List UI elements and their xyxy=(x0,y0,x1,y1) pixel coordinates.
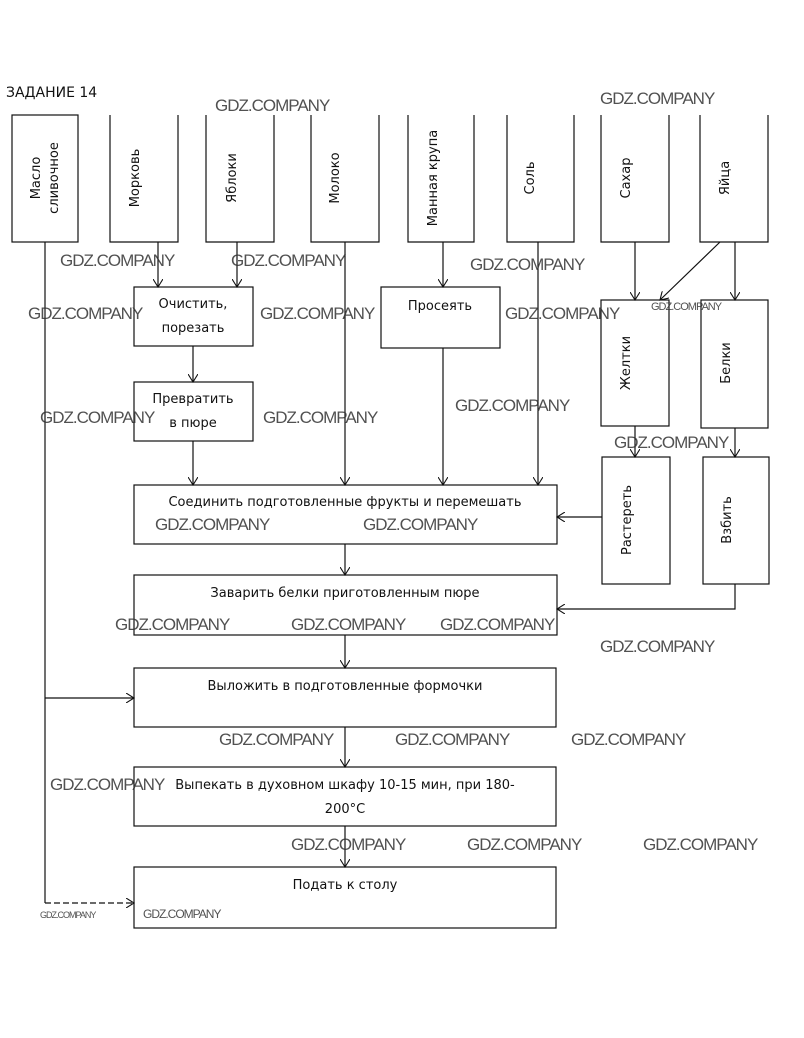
watermark: GDZ.COMPANY xyxy=(395,730,510,749)
step-label: Соединить подготовленные фрукты и переме… xyxy=(168,495,521,510)
step-puree: Превратить в пюре xyxy=(133,381,254,442)
step-lay-out: Выложить в подготовленные формочки xyxy=(133,667,557,728)
step-label: в пюре xyxy=(169,416,217,431)
step-peel: Очистить, порезать xyxy=(133,286,254,347)
step-yolks: Желтки xyxy=(600,299,670,427)
watermark: GDZ.COMPANY xyxy=(155,515,270,534)
step-label: 200°С xyxy=(325,802,365,817)
step-label: Выложить в подготовленные формочки xyxy=(208,679,483,694)
step-grind: Растереть xyxy=(601,456,671,585)
watermark: GDZ.COMPANY xyxy=(505,304,620,323)
ingredient-label: Масло xyxy=(29,157,44,200)
step-whites: Белки xyxy=(700,299,769,429)
step-label: Очистить, xyxy=(159,297,228,312)
watermark: GDZ.COMPANY xyxy=(600,89,715,108)
ingredient-label: сливочное xyxy=(47,142,62,214)
watermark: GDZ.COMPANY xyxy=(50,775,165,794)
watermark: GDZ.COMPANY xyxy=(440,615,555,634)
watermark: GDZ.COMPANY xyxy=(470,255,585,274)
watermark: GDZ.COMPANY xyxy=(260,304,375,323)
step-brew: Заварить белки приготовленным пюре xyxy=(133,574,558,636)
task-title: ЗАДАНИЕ 14 xyxy=(6,85,97,101)
step-label: Растереть xyxy=(620,485,635,555)
connectors xyxy=(44,241,735,903)
watermark: GDZ.COMPANY xyxy=(600,637,715,656)
ingredient-label: Молоко xyxy=(328,152,343,203)
watermark: GDZ.COMPANY xyxy=(651,301,723,313)
ingredient-eggs: Яйца xyxy=(699,115,769,243)
step-label: Просеять xyxy=(408,299,472,314)
step-sift: Просеять xyxy=(380,286,501,349)
ingredient-label: Яйца xyxy=(718,161,733,195)
ingredient-salt: Соль xyxy=(506,115,575,243)
ingredient-label: Соль xyxy=(523,161,538,194)
watermark: GDZ.COMPANY xyxy=(614,433,729,452)
watermark: GDZ.COMPANY xyxy=(60,251,175,270)
watermark: GDZ.COMPANY xyxy=(291,615,406,634)
step-label: Желтки xyxy=(619,336,634,390)
step-label: Белки xyxy=(719,342,734,384)
watermark: GDZ.COMPANY xyxy=(40,408,155,427)
ingredient-label: Сахар xyxy=(619,158,634,199)
step-label: Подать к столу xyxy=(293,878,398,893)
watermark: GDZ.COMPANY xyxy=(28,304,143,323)
step-label: Выпекать в духовном шкафу 10-15 мин, при… xyxy=(175,778,515,793)
watermarks: GDZ.COMPANY GDZ.COMPANY GDZ.COMPANY GDZ.… xyxy=(28,89,759,921)
watermark: GDZ.COMPANY xyxy=(143,907,221,921)
watermark: GDZ.COMPANY xyxy=(363,515,478,534)
step-label: Заварить белки приготовленным пюре xyxy=(210,586,479,601)
watermark: GDZ.COMPANY xyxy=(115,615,230,634)
ingredient-label: Яблоки xyxy=(225,153,240,203)
watermark: GDZ.COMPANY xyxy=(215,96,330,115)
step-bake: Выпекать в духовном шкафу 10-15 мин, при… xyxy=(133,766,557,827)
watermark: GDZ.COMPANY xyxy=(455,396,570,415)
ingredient-milk: Молоко xyxy=(310,115,380,243)
step-label: порезать xyxy=(162,321,225,336)
watermark: GDZ.COMPANY xyxy=(643,835,758,854)
ingredient-semolina: Манная крупа xyxy=(407,115,475,243)
ingredient-label: Манная крупа xyxy=(426,130,441,226)
ingredient-carrot: Морковь xyxy=(109,115,179,243)
ingredient-apples: Яблоки xyxy=(205,115,275,243)
watermark: GDZ.COMPANY xyxy=(40,910,96,920)
ingredient-label: Морковь xyxy=(128,149,143,208)
watermark: GDZ.COMPANY xyxy=(263,408,378,427)
ingredient-butter: Масло сливочное xyxy=(11,114,79,243)
ingredient-sugar: Сахар xyxy=(600,115,670,243)
watermark: GDZ.COMPANY xyxy=(291,835,406,854)
step-whip: Взбить xyxy=(702,456,770,585)
watermark: GDZ.COMPANY xyxy=(467,835,582,854)
watermark: GDZ.COMPANY xyxy=(571,730,686,749)
step-label: Взбить xyxy=(720,496,735,544)
watermark: GDZ.COMPANY xyxy=(219,730,334,749)
step-serve: Подать к столу xyxy=(133,866,557,929)
watermark: GDZ.COMPANY xyxy=(231,251,346,270)
step-label: Превратить xyxy=(152,392,233,407)
